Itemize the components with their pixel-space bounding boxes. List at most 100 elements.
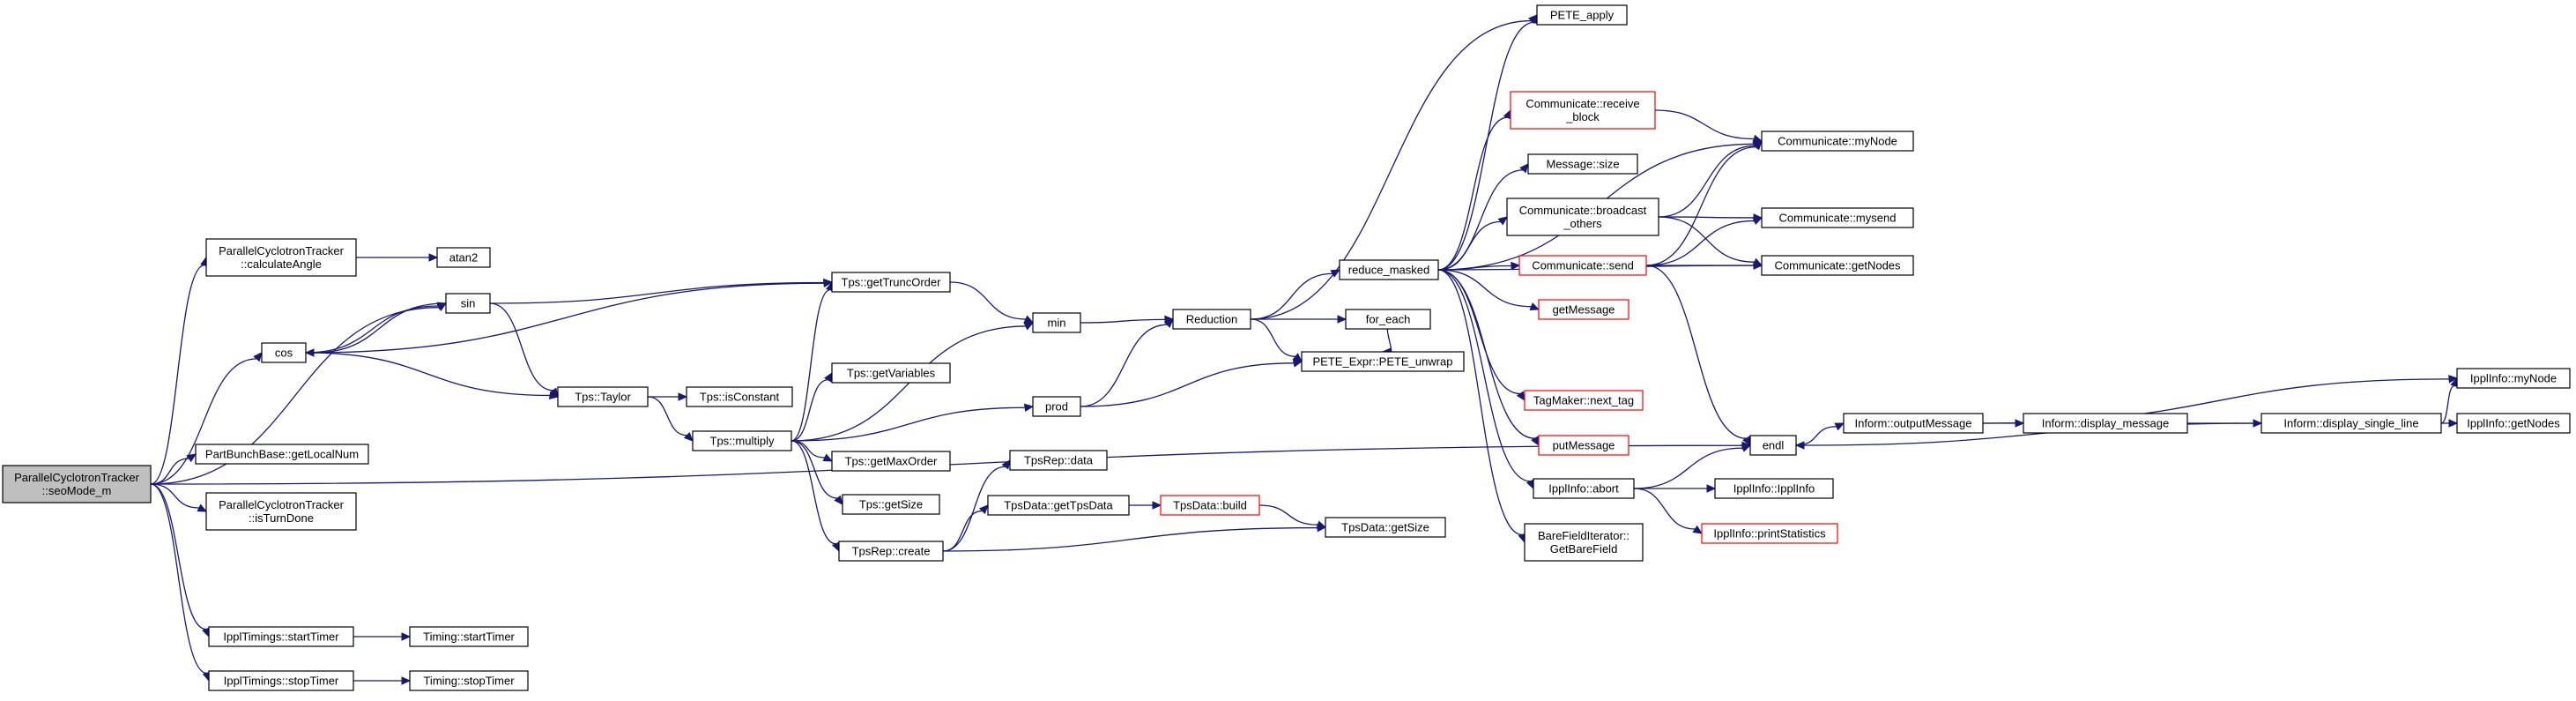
node-multiply[interactable]: Tps::multiply: [692, 430, 792, 451]
edge-ippl-abort-to-endl: [1633, 444, 1752, 489]
node-display-single-line[interactable]: Inform::display_single_line: [2260, 413, 2442, 434]
node-box: [1524, 523, 1644, 562]
node-ippl-my-node[interactable]: IpplInfo::myNode: [2456, 368, 2571, 389]
call-nodes: ParallelCyclotronTracker::seoMode_mParal…: [2, 4, 2571, 691]
node-box: [1301, 351, 1465, 372]
node-box: [692, 430, 792, 451]
node-label: cos: [275, 347, 293, 360]
edge-get-trunc-order-to-min: [949, 281, 1035, 324]
node-next-tag[interactable]: TagMaker::next_tag: [1524, 390, 1644, 411]
node-box: [409, 670, 529, 691]
node-label: IpplInfo::getNodes: [2467, 417, 2560, 430]
node-get-message[interactable]: getMessage: [1538, 299, 1629, 320]
node-box: [436, 247, 491, 268]
arrowhead-icon: [1741, 444, 1752, 452]
node-atan2[interactable]: atan2: [436, 247, 491, 268]
edge-multiply-to-tps-get-size: [791, 440, 843, 505]
node-pete-apply[interactable]: PETE_apply: [1536, 4, 1628, 26]
node-min[interactable]: min: [1032, 312, 1081, 333]
node-pete-unwrap[interactable]: PETE_Expr::PETE_unwrap: [1301, 351, 1465, 372]
edge-line: [489, 302, 553, 392]
node-reduce-masked[interactable]: reduce_masked: [1339, 259, 1439, 280]
edge-root-to-is-turn-done: [150, 483, 208, 512]
edge-line: [1437, 269, 1521, 395]
node-root[interactable]: ParallelCyclotronTracker::seoMode_m: [2, 465, 152, 503]
node-box: [1325, 517, 1446, 538]
node-label: ParallelCyclotronTracker: [219, 244, 345, 257]
node-label: GetBareField: [1550, 542, 1618, 556]
edge-line: [305, 282, 825, 354]
node-bare-field[interactable]: BareFieldIterator::GetBareField: [1524, 523, 1644, 562]
node-tps-data-get-size[interactable]: TpsData::getSize: [1325, 517, 1446, 538]
node-ippl-info-ctor[interactable]: IpplInfo::IpplInfo: [1714, 478, 1834, 499]
arrowhead-icon: [253, 352, 263, 362]
node-endl[interactable]: endl: [1749, 435, 1797, 456]
edge-reduce-masked-to-comm-receive: [1437, 108, 1511, 271]
node-get-max-order[interactable]: Tps::getMaxOrder: [831, 451, 951, 472]
node-msg-size[interactable]: Message::size: [1527, 153, 1638, 175]
node-tps-get-size[interactable]: Tps::getSize: [842, 494, 940, 515]
node-ippl-stop[interactable]: IpplTimings::stopTimer: [208, 670, 354, 691]
node-label: ::seoMode_m: [42, 484, 112, 497]
edge-root-to-ippl-stop: [150, 483, 211, 682]
node-timing-stop[interactable]: Timing::stopTimer: [409, 670, 529, 691]
node-get-local-num[interactable]: PartBunchBase::getLocalNum: [195, 444, 369, 465]
node-tps-build[interactable]: TpsData::build: [1160, 495, 1260, 516]
edge-line: [1250, 272, 1333, 320]
node-box: [1761, 131, 1914, 152]
node-comm-broadcast[interactable]: Communicate::broadcast_others: [1506, 198, 1659, 236]
node-box: [1536, 4, 1628, 26]
node-taylor[interactable]: Tps::Taylor: [557, 386, 649, 407]
node-sin[interactable]: sin: [445, 293, 491, 314]
arrowhead-icon: [548, 391, 560, 400]
node-reduction[interactable]: Reduction: [1172, 309, 1251, 330]
edge-line: [1645, 220, 1755, 266]
node-tps-rep-data[interactable]: TpsRep::data: [1009, 450, 1108, 471]
node-calc-angle[interactable]: ParallelCyclotronTracker::calculateAngle: [205, 238, 357, 277]
node-tps-rep-create[interactable]: TpsRep::create: [838, 541, 944, 562]
node-label: Tps::Taylor: [575, 391, 631, 404]
node-label: Timing::stopTimer: [423, 675, 515, 688]
node-ippl-abort[interactable]: IpplInfo::abort: [1533, 478, 1635, 499]
node-box: [205, 492, 357, 531]
node-box: [2023, 413, 2188, 434]
node-output-message[interactable]: Inform::outputMessage: [1843, 413, 1984, 434]
node-prod[interactable]: prod: [1032, 396, 1081, 417]
edge-line: [305, 352, 551, 397]
node-print-stats[interactable]: IpplInfo::printStatistics: [1701, 523, 1838, 544]
arrowhead-icon: [186, 453, 197, 463]
node-comm-receive[interactable]: Communicate::receive_block: [1510, 91, 1656, 130]
arrowhead-icon: [1292, 353, 1303, 362]
node-box: [1172, 309, 1251, 330]
arrowhead-icon: [822, 279, 834, 287]
node-comm-my-send[interactable]: Communicate::mysend: [1761, 207, 1914, 228]
node-timing-start[interactable]: Timing::startTimer: [409, 626, 529, 647]
node-for-each[interactable]: for_each: [1345, 309, 1431, 330]
node-label: ::calculateAngle: [241, 257, 322, 271]
edge-reduce-masked-to-ippl-abort: [1437, 269, 1534, 490]
edge-line: [1080, 324, 1168, 407]
node-label: Communicate::mysend: [1779, 212, 1897, 225]
node-get-trunc-order[interactable]: Tps::getTruncOrder: [831, 272, 951, 293]
node-box: [1538, 299, 1629, 320]
node-ippl-get-nodes[interactable]: IpplInfo::getNodes: [2456, 413, 2571, 434]
edge-line: [1080, 362, 1295, 407]
node-label: reduce_masked: [1348, 264, 1430, 277]
call-edges: [150, 13, 2459, 685]
node-put-message[interactable]: putMessage: [1538, 435, 1629, 456]
node-box: [2456, 368, 2571, 389]
node-is-constant[interactable]: Tps::isConstant: [686, 386, 793, 407]
node-comm-get-nodes[interactable]: Communicate::getNodes: [1761, 255, 1914, 276]
node-get-variables[interactable]: Tps::getVariables: [831, 362, 951, 384]
node-box: [557, 386, 649, 407]
node-ippl-start[interactable]: IpplTimings::startTimer: [208, 626, 354, 647]
node-is-turn-done[interactable]: ParallelCyclotronTracker::isTurnDone: [205, 492, 357, 531]
node-comm-my-node[interactable]: Communicate::myNode: [1761, 131, 1914, 152]
node-comm-send[interactable]: Communicate::send: [1518, 255, 1647, 276]
node-label: TpsData::getTpsData: [1004, 499, 1113, 512]
node-cos[interactable]: cos: [261, 342, 307, 363]
edge-reduce-masked-to-bare-field: [1437, 269, 1526, 544]
node-display-message[interactable]: Inform::display_message: [2023, 413, 2188, 434]
node-get-tps-data[interactable]: TpsData::getTpsData: [987, 495, 1130, 516]
node-box: [1761, 207, 1914, 228]
